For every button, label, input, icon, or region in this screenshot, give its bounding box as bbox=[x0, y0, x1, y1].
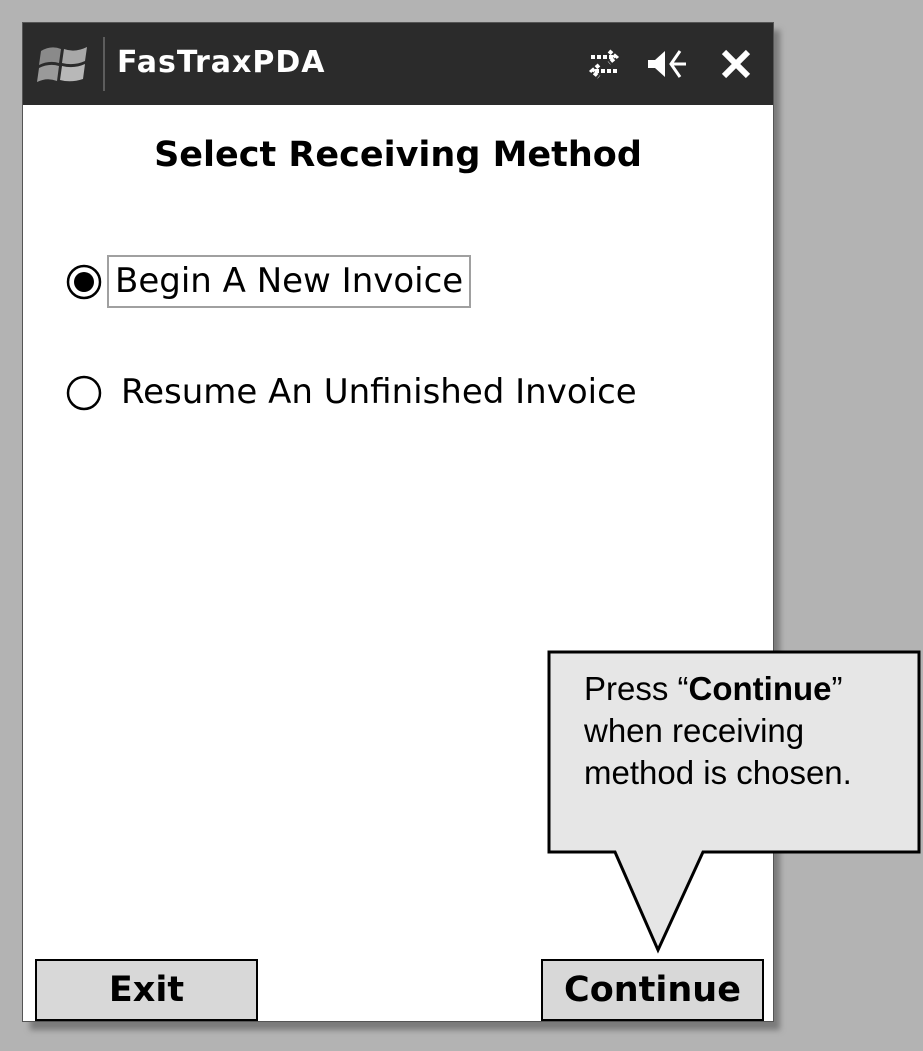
windows-start-icon[interactable] bbox=[37, 41, 91, 87]
radio-unselected-icon[interactable] bbox=[65, 374, 103, 412]
exit-button[interactable]: Exit bbox=[35, 959, 258, 1021]
option-begin-new-invoice[interactable]: Begin A New Invoice bbox=[65, 255, 472, 308]
pda-screen: FasTraxPDA Select Receiving Method Begin… bbox=[22, 22, 774, 1022]
option-label[interactable]: Resume An Unfinished Invoice bbox=[121, 372, 637, 412]
callout-emphasis: Continue bbox=[688, 670, 832, 707]
title-bar: FasTraxPDA bbox=[23, 23, 773, 105]
volume-icon[interactable] bbox=[646, 47, 690, 81]
connectivity-icon[interactable] bbox=[583, 47, 625, 81]
app-title: FasTraxPDA bbox=[117, 45, 326, 80]
option-label[interactable]: Begin A New Invoice bbox=[107, 255, 472, 308]
close-icon[interactable] bbox=[719, 47, 753, 81]
callout-line-2: when receiving bbox=[584, 712, 805, 749]
continue-button[interactable]: Continue bbox=[541, 959, 764, 1021]
callout-line-1: Press “Continue” bbox=[584, 670, 843, 707]
option-resume-unfinished-invoice[interactable]: Resume An Unfinished Invoice bbox=[65, 366, 645, 419]
callout-text: Press “Continue” when receiving method i… bbox=[584, 668, 909, 794]
callout-line-3: method is chosen. bbox=[584, 754, 852, 791]
title-divider bbox=[103, 37, 105, 91]
radio-selected-icon[interactable] bbox=[65, 263, 103, 301]
page-title: Select Receiving Method bbox=[154, 135, 642, 175]
